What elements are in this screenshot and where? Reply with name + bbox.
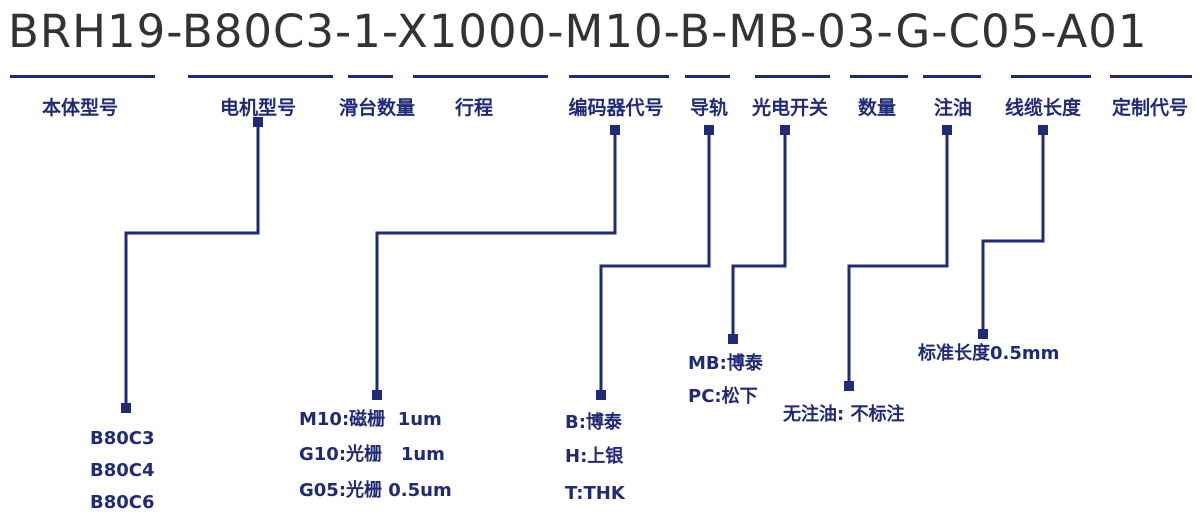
connector-encoder bbox=[375, 130, 617, 395]
node-photo-switch-bottom bbox=[728, 334, 738, 344]
node-rail-top bbox=[704, 125, 714, 135]
label-motor-model: 电机型号 bbox=[219, 97, 297, 119]
node-encoder-top bbox=[610, 125, 620, 135]
connector-motor bbox=[124, 123, 260, 407]
node-encoder-bottom bbox=[372, 390, 382, 400]
label-oiling: 注油 bbox=[933, 97, 973, 119]
label-rail: 导轨 bbox=[689, 97, 729, 119]
underline-custom-code bbox=[1110, 75, 1192, 78]
underline-oiling bbox=[923, 75, 981, 78]
underline-photo-switch bbox=[755, 75, 830, 78]
connector-rail bbox=[599, 130, 711, 395]
underline-body-model bbox=[10, 75, 155, 78]
node-photo-switch-top bbox=[780, 125, 790, 135]
motor-option: B80C3 bbox=[90, 428, 155, 449]
motor-option: B80C6 bbox=[90, 492, 155, 513]
node-cable-bottom bbox=[978, 329, 988, 339]
encoder-option: G10:光栅 1um bbox=[299, 444, 445, 465]
underline-motor-model bbox=[188, 75, 333, 78]
node-cable-top bbox=[1038, 125, 1048, 135]
node-motor-bottom bbox=[121, 403, 131, 413]
rail-option: T:THK bbox=[565, 483, 625, 504]
label-stroke: 行程 bbox=[454, 97, 494, 119]
connector-oiling bbox=[847, 130, 949, 386]
model-code: BRH19-B80C3-1-X1000-M10-B-MB-03-G-C05-A0… bbox=[8, 5, 1148, 58]
label-cable-length: 线缆长度 bbox=[1004, 97, 1082, 119]
photo-switch-option: MB:博泰 bbox=[688, 353, 763, 374]
node-oiling-top bbox=[942, 125, 952, 135]
encoder-option: M10:磁栅 1um bbox=[299, 409, 442, 430]
label-photo-switch: 光电开关 bbox=[751, 97, 829, 119]
label-encoder: 编码器代号 bbox=[568, 97, 664, 119]
connector-cable bbox=[981, 130, 1045, 334]
underline-quantity bbox=[850, 75, 908, 78]
label-quantity: 数量 bbox=[857, 97, 897, 119]
underline-encoder bbox=[569, 75, 669, 78]
underline-stroke bbox=[413, 75, 548, 78]
label-body-model: 本体型号 bbox=[41, 97, 119, 119]
label-custom-code: 定制代号 bbox=[1111, 97, 1189, 119]
underline-cable-length bbox=[1011, 75, 1091, 78]
label-slide-count: 滑台数量 bbox=[338, 97, 416, 119]
cable-option: 标准长度0.5mm bbox=[918, 343, 1060, 364]
encoder-option: G05:光栅 0.5um bbox=[299, 480, 452, 501]
rail-option: H:上银 bbox=[565, 446, 624, 467]
motor-option: B80C4 bbox=[90, 460, 155, 481]
photo-switch-option: PC:松下 bbox=[688, 386, 758, 407]
connector-photo-switch bbox=[731, 130, 787, 339]
rail-option: B:博泰 bbox=[565, 412, 622, 433]
node-oiling-bottom bbox=[844, 381, 854, 391]
underline-slide-count bbox=[348, 75, 393, 78]
oiling-option: 无注油: 不标注 bbox=[783, 404, 905, 425]
node-rail-bottom bbox=[596, 390, 606, 400]
underline-rail bbox=[685, 75, 730, 78]
node-motor-top bbox=[253, 117, 263, 127]
